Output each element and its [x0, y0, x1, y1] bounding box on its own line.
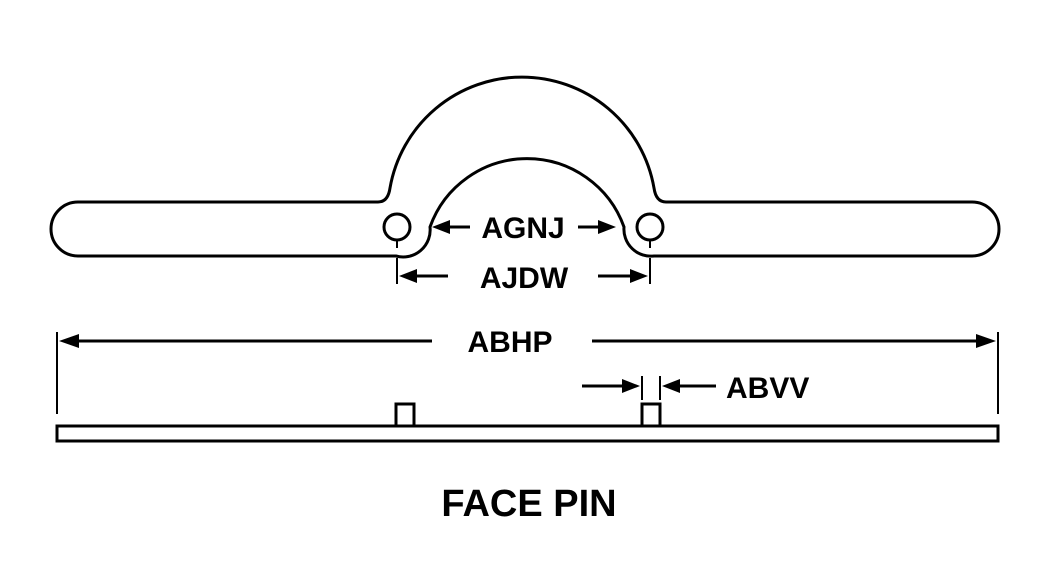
ajdw-label: AJDW	[480, 262, 569, 295]
abhp-label: ABHP	[467, 326, 552, 359]
abvv-right-arrow	[662, 379, 680, 393]
ajdw-right-arrow	[630, 269, 648, 283]
ajdw-left-arrow	[399, 269, 417, 283]
right-pin-circle	[635, 212, 665, 242]
wrench-body-outline	[49, 75, 1001, 259]
agnj-left-arrow	[432, 220, 450, 234]
diagram-title: FACE PIN	[441, 483, 616, 525]
left-pin-side	[394, 402, 416, 428]
abvv-left-arrow	[622, 379, 640, 393]
abhp-left-arrow	[59, 334, 79, 348]
agnj-right-arrow	[598, 220, 616, 234]
abhp-right-arrow	[976, 334, 996, 348]
abvv-label: ABVV	[726, 372, 809, 405]
agnj-label: AGNJ	[481, 212, 564, 245]
right-pin-side	[640, 402, 662, 428]
side-view-body	[55, 424, 1000, 443]
left-pin-circle	[382, 212, 412, 242]
